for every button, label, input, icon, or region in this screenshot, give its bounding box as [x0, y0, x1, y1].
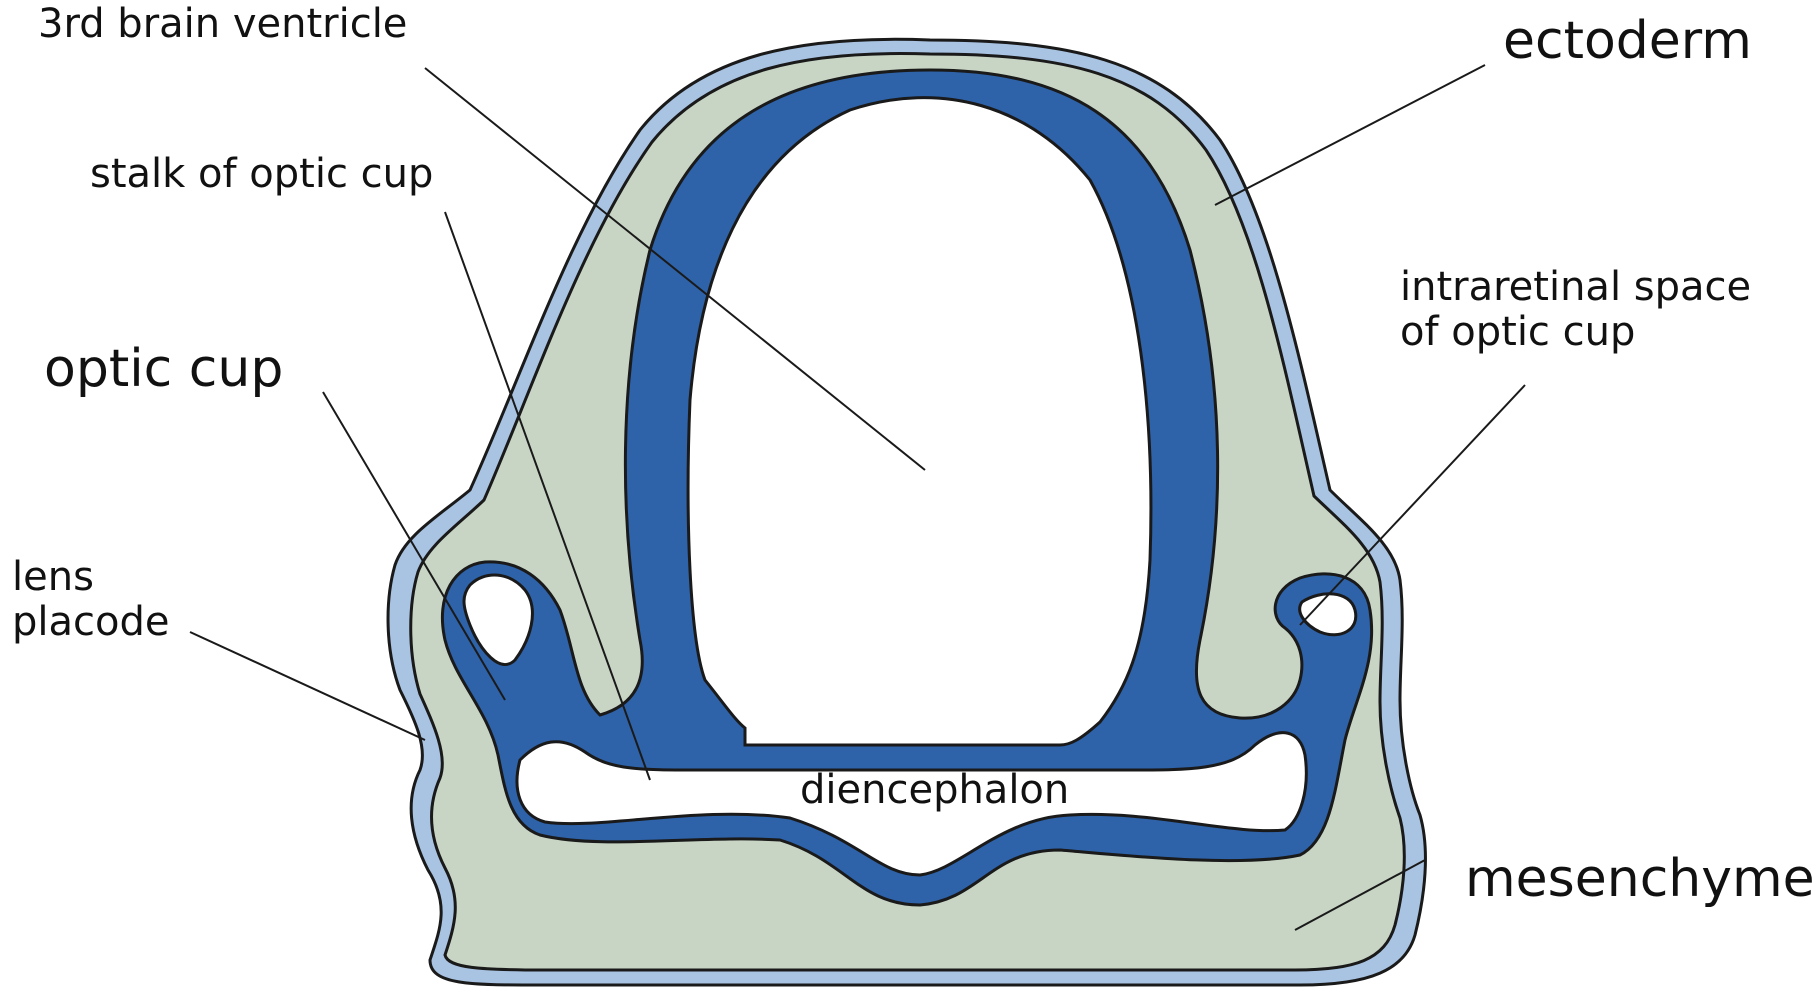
label-stalk-of-optic-cup: stalk of optic cup: [90, 152, 433, 197]
label-diencephalon: diencephalon: [800, 768, 1069, 813]
label-lens-placode: lens placode: [12, 555, 169, 645]
leader-ectoderm: [1215, 65, 1485, 205]
third-ventricle-lumen: [688, 98, 1151, 745]
label-optic-cup: optic cup: [44, 340, 283, 398]
label-mesenchyme: mesenchyme: [1465, 850, 1815, 908]
label-intraretinal-space: intraretinal space of optic cup: [1400, 265, 1751, 355]
label-third-ventricle: 3rd brain ventricle: [38, 2, 407, 47]
label-ectoderm: ectoderm: [1503, 12, 1752, 70]
